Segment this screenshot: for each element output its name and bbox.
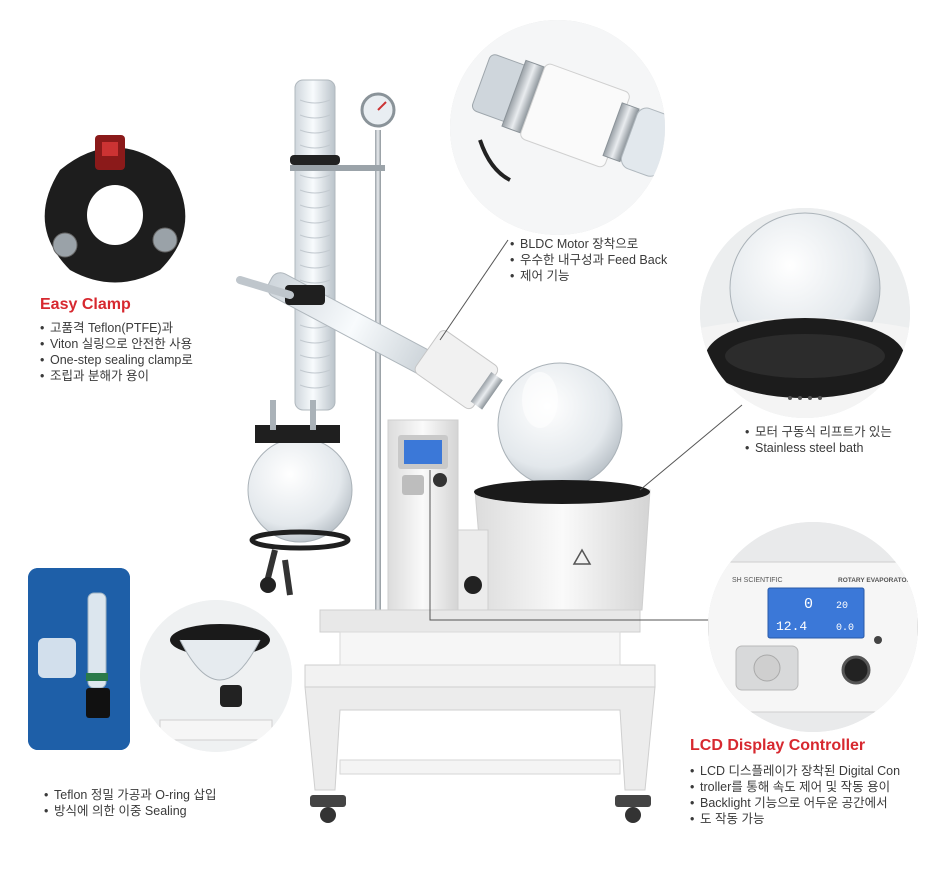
rotary-evaporator-image: [236, 79, 656, 823]
teflon-valve-image: [28, 568, 130, 750]
lcd-brand: SH SCIENTIFIC: [732, 577, 783, 584]
lcd-set-temp: 20: [836, 601, 848, 612]
bath-bullet-cont: Stainless steel bath: [745, 440, 892, 456]
easy-clamp-title: Easy Clamp: [40, 296, 131, 313]
lcd-rpm: 0: [804, 596, 813, 613]
teflon-bullet: Teflon 정밀 가공과 O-ring 삽입: [44, 787, 216, 803]
easy-clamp-bullet: One-step sealing clamp로: [40, 352, 193, 368]
lcd-bullet: LCD 디스플레이가 장착된 Digital Con: [690, 763, 900, 779]
bath-section: 모터 구동식 리프트가 있는 Stainless steel bath: [745, 424, 892, 456]
motor-bullet: BLDC Motor 장착으로: [510, 236, 667, 252]
motor-bullet-cont: 우수한 내구성과 Feed Back: [510, 252, 667, 268]
motor-bullet-cont: 제어 기능: [510, 268, 667, 284]
easy-clamp-bullet-cont: 조립과 분해가 용이: [40, 368, 193, 384]
teflon-sealing-image: [140, 600, 292, 752]
lcd-temp: 12.4: [776, 619, 807, 634]
bath-bullet: 모터 구동식 리프트가 있는: [745, 424, 892, 440]
lcd-title: LCD Display Controller: [690, 737, 866, 754]
lcd-bullet-cont: troller를 통해 속도 제어 및 작동 용이: [690, 779, 900, 795]
easy-clamp-image: [44, 135, 186, 283]
lcd-bullet-cont: 도 작동 가능: [690, 811, 900, 827]
teflon-section: Teflon 정밀 가공과 O-ring 삽입 방식에 의한 이중 Sealin…: [44, 787, 216, 819]
lcd-set2: 0.0: [836, 623, 854, 634]
motor-section: BLDC Motor 장착으로 우수한 내구성과 Feed Back 제어 기능: [510, 236, 667, 284]
lcd-model: ROTARY EVAPORATOR: [838, 577, 911, 584]
motor-closeup-image: [450, 20, 665, 235]
bath-closeup-image: [700, 208, 910, 418]
teflon-bullet-cont: 방식에 의한 이중 Sealing: [44, 803, 216, 819]
easy-clamp-bullet: 고품격 Teflon(PTFE)과: [40, 320, 193, 336]
easy-clamp-section: Easy Clamp 고품격 Teflon(PTFE)과 Viton 실링으로 …: [40, 296, 193, 384]
easy-clamp-bullet-cont: Viton 실링으로 안전한 사용: [40, 336, 193, 352]
lcd-bullet: Backlight 기능으로 어두운 공간에서: [690, 795, 900, 811]
lcd-panel-closeup-image: SH SCIENTIFIC ROTARY EVAPORATOR 0 12.4 2…: [708, 522, 918, 732]
lcd-section: LCD Display Controller LCD 디스플레이가 장착된 Di…: [690, 737, 900, 827]
